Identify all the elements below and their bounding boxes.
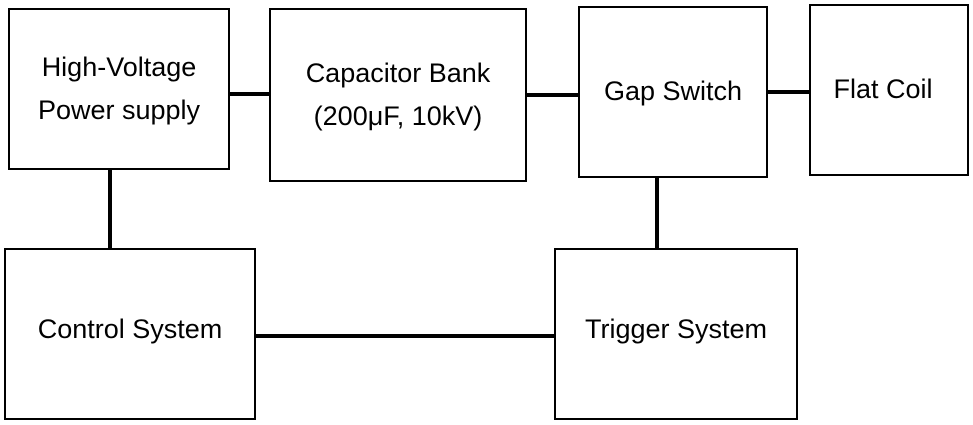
block-gap-switch: Gap Switch <box>578 6 768 178</box>
block-trigger-system: Trigger System <box>554 248 798 420</box>
connector-hv-supply-capacitor-bank <box>229 92 270 96</box>
block-flat-coil-label: Flat Coil <box>833 74 933 105</box>
block-capacitor-bank-label: Capacitor Bank (200μF, 10kV) <box>305 57 491 131</box>
block-gap-switch-label: Gap Switch <box>603 76 743 107</box>
connector-control-system-trigger-system <box>255 334 555 338</box>
connector-gap-switch-flat-coil <box>767 90 810 94</box>
block-trigger-system-label: Trigger System <box>584 314 768 345</box>
block-capacitor-bank: Capacitor Bank (200μF, 10kV) <box>269 8 527 182</box>
connector-hv-supply-control-system <box>108 169 112 249</box>
connector-gap-switch-trigger-system <box>655 177 659 249</box>
block-control-system-label: Control System <box>37 314 223 345</box>
block-hv-power-supply-label: High-Voltage Power supply <box>37 51 201 125</box>
block-control-system: Control System <box>4 248 256 420</box>
block-flat-coil: Flat Coil <box>809 4 969 176</box>
connector-capacitor-bank-gap-switch <box>526 93 579 97</box>
block-hv-power-supply: High-Voltage Power supply <box>8 8 230 170</box>
